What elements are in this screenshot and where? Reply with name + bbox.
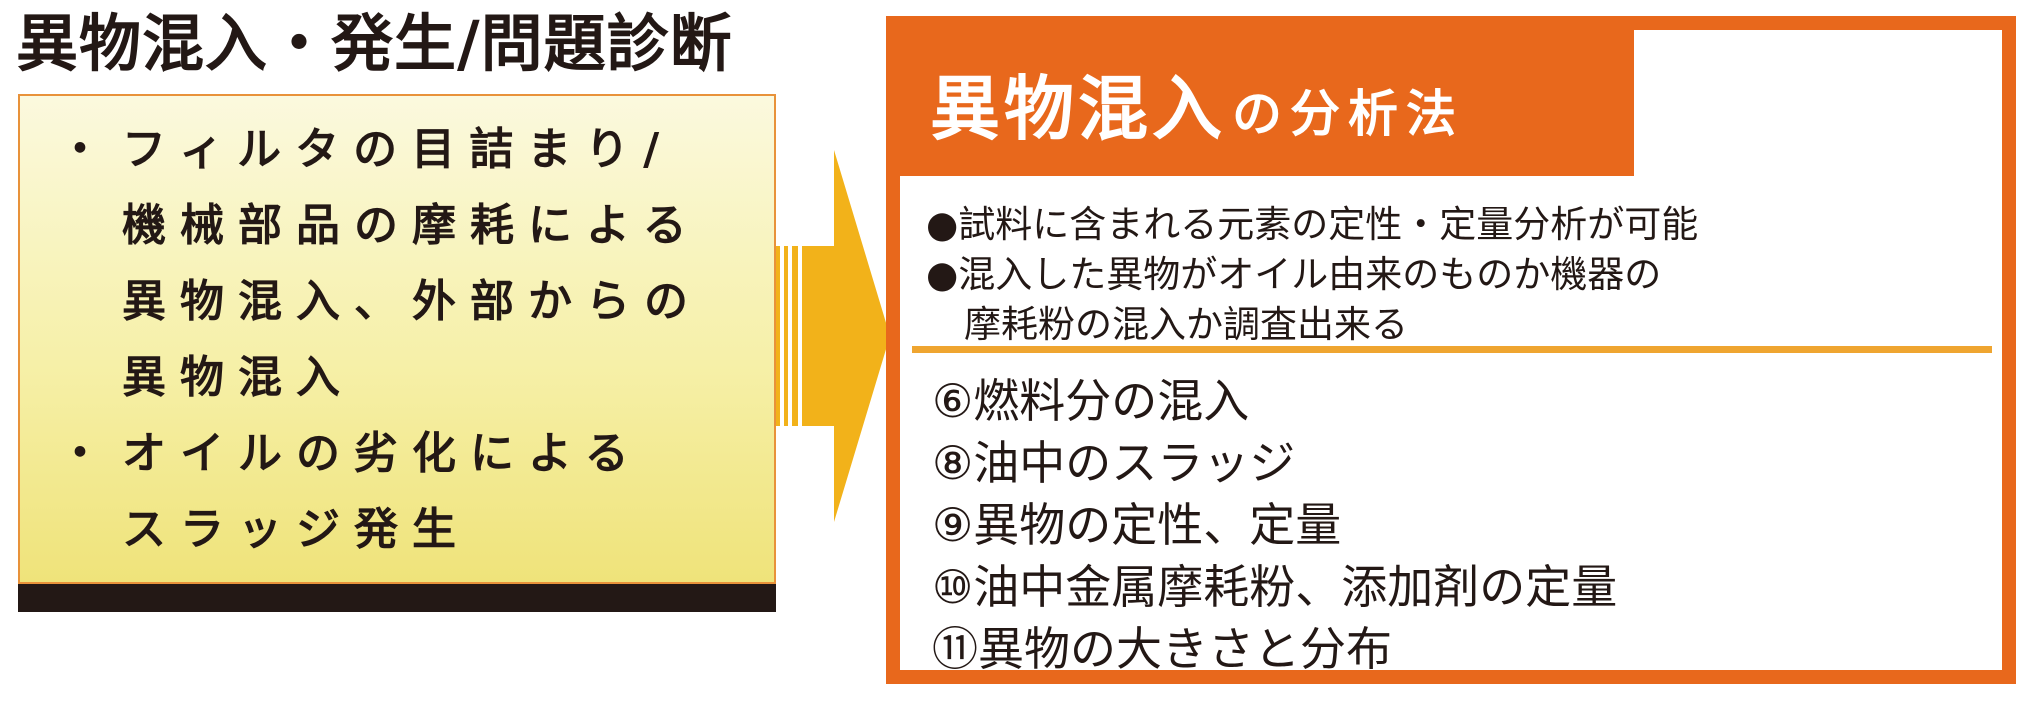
feature-line: ●混入した異物がオイル由来のものか機器の bbox=[926, 253, 1662, 296]
cause-item: ・ フィルタの目詰まり/ 機械部品の摩耗による 異物混入、外部からの 異物混入 bbox=[58, 112, 774, 416]
analysis-item: ⑪異物の大きさと分布 bbox=[932, 622, 1392, 676]
bullet-icon: ・ bbox=[58, 124, 102, 175]
analysis-method-panel: 異物混入 の分析法 ●試料に含まれる元素の定性・定量分析が可能 ●混入した異物が… bbox=[886, 16, 2016, 684]
analysis-item: ⑥燃料分の混入 bbox=[932, 374, 1250, 428]
cause-box-shadow bbox=[18, 584, 776, 612]
bullet-icon: ・ bbox=[58, 428, 102, 479]
cause-item: ・ オイルの劣化による スラッジ発生 bbox=[58, 416, 774, 568]
analysis-item: ⑧油中のスラッジ bbox=[932, 436, 1296, 490]
analysis-item: ⑨異物の定性、定量 bbox=[932, 498, 1342, 552]
analysis-item: ⑩油中金属摩耗粉、添加剤の定量 bbox=[932, 560, 1618, 614]
cause-box: ・ フィルタの目詰まり/ 機械部品の摩耗による 異物混入、外部からの 異物混入 … bbox=[18, 94, 776, 584]
cause-text: フィルタの目詰まり/ 機械部品の摩耗による 異物混入、外部からの 異物混入 bbox=[122, 124, 702, 403]
method-title-sub: の分析法 bbox=[1232, 85, 1464, 143]
analysis-list: ⑥燃料分の混入 ⑧油中のスラッジ ⑨異物の定性、定量 ⑩油中金属摩耗粉、添加剤の… bbox=[932, 370, 1617, 680]
divider bbox=[912, 346, 1992, 353]
page-title: 異物混入・発生/問題診断 bbox=[16, 7, 733, 80]
method-banner: 異物混入 の分析法 bbox=[900, 30, 1634, 176]
cause-text: オイルの劣化による スラッジ発生 bbox=[122, 428, 643, 555]
feature-line: ●試料に含まれる元素の定性・定量分析が可能 bbox=[926, 203, 1699, 246]
feature-line: 摩耗粉の混入か調査出来る bbox=[964, 303, 1408, 346]
feature-list: ●試料に含まれる元素の定性・定量分析が可能 ●混入した異物がオイル由来のものか機… bbox=[926, 200, 1698, 350]
method-title-main: 異物混入 bbox=[930, 67, 1226, 150]
right-arrow-icon bbox=[776, 150, 890, 522]
